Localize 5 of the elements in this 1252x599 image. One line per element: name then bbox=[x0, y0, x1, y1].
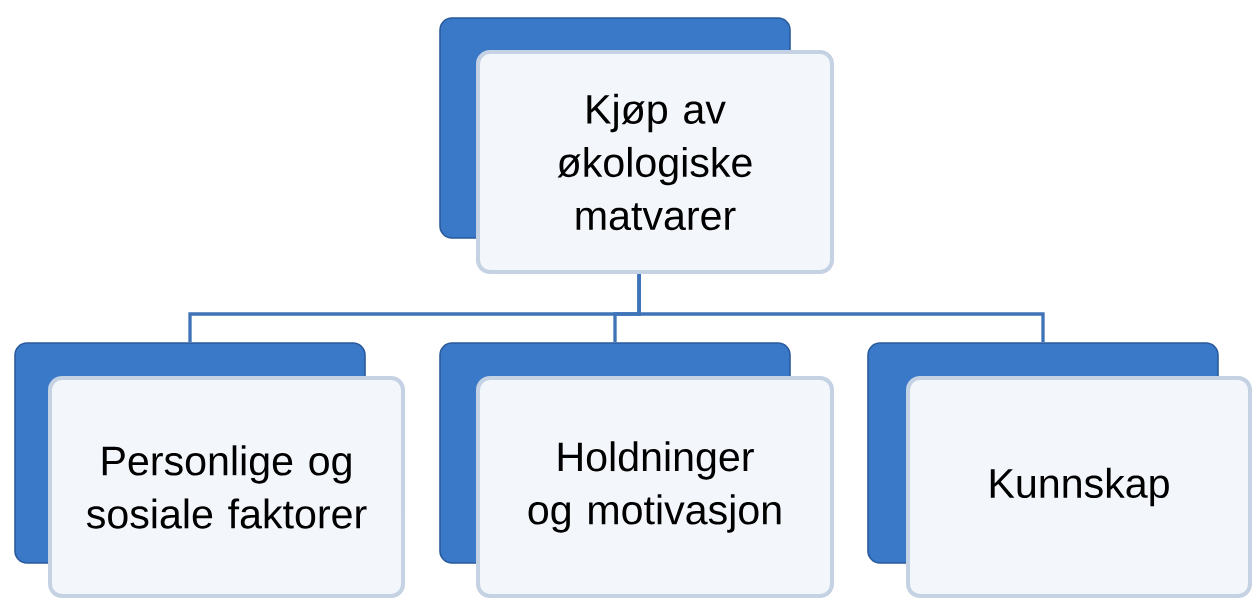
process-box: Holdninger og motivasjon bbox=[439, 342, 834, 598]
process-box: Kunnskap bbox=[867, 342, 1252, 598]
process-box: Kjøp av økologiske matvarer bbox=[439, 17, 834, 274]
connector-line bbox=[637, 274, 1045, 343]
process-box: Personlige og sosiale faktorer bbox=[14, 342, 405, 598]
